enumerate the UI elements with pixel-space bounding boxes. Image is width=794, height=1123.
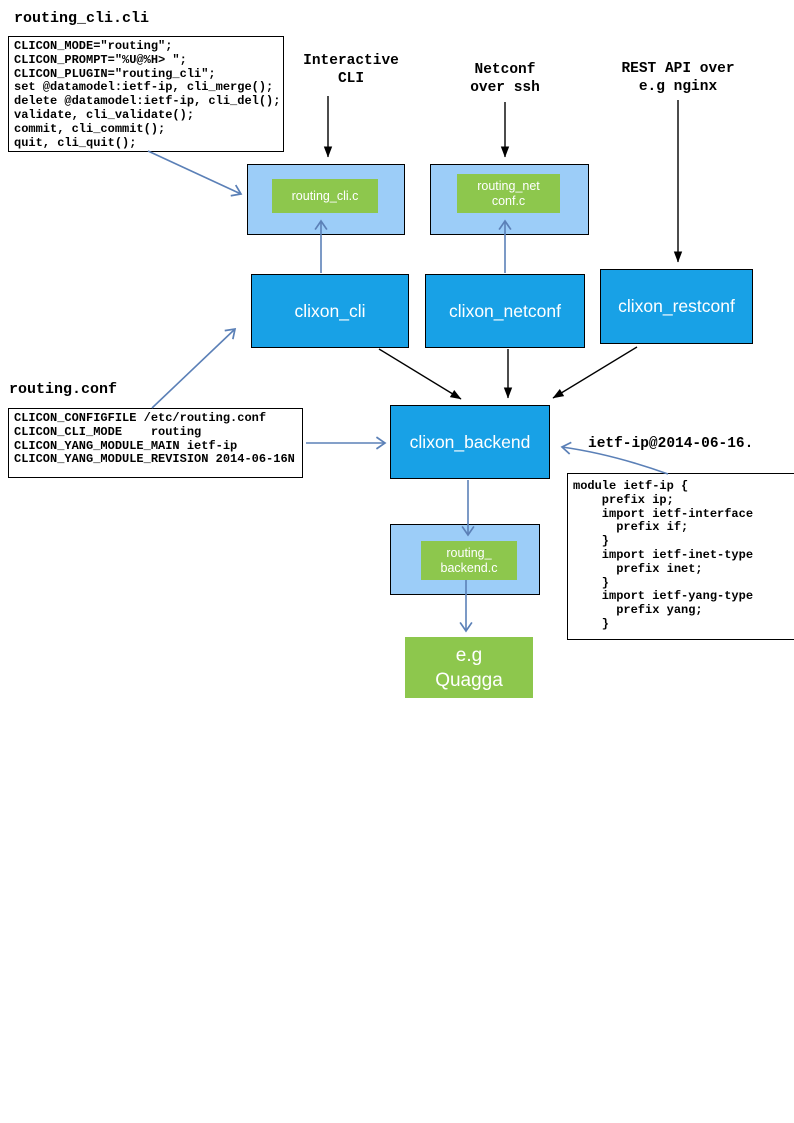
arrow-clifile-to-cli-plugin <box>147 150 243 197</box>
clixon-netconf-box: clixon_netconf <box>425 274 585 348</box>
clixon-cli-box: clixon_cli <box>251 274 409 348</box>
clixon-restconf-box: clixon_restconf <box>600 269 753 344</box>
routing-backend-plugin-box: routing_ backend.c <box>421 541 517 580</box>
routing-netconf-plugin-box: routing_net conf.c <box>457 174 560 213</box>
netconf-over-ssh-label: Netconf over ssh <box>470 62 540 96</box>
rest-api-label: REST API over e.g nginx <box>621 61 735 95</box>
cli-spec-code-box: CLICON_MODE="routing"; CLICON_PROMPT="%U… <box>8 36 284 152</box>
cli-spec-file-title: routing_cli.cli <box>14 10 150 27</box>
arrow-restconf-to-backend <box>552 346 638 399</box>
routing-cli-plugin-box: routing_cli.c <box>272 179 378 213</box>
quagga-box: e.g Quagga <box>405 637 533 698</box>
yang-file-label: ietf-ip@2014-06-16. <box>588 436 754 452</box>
yang-module-code-box: module ietf-ip { prefix ip; import ietf-… <box>567 473 794 640</box>
arrow-conf-to-clixoncli <box>151 327 237 409</box>
clixon-backend-box: clixon_backend <box>390 405 550 479</box>
arrow-cli-to-backend <box>378 348 462 400</box>
conf-code-box: CLICON_CONFIGFILE /etc/routing.conf CLIC… <box>8 408 303 478</box>
conf-file-title: routing.conf <box>9 381 118 398</box>
interactive-cli-label: Interactive CLI <box>303 53 399 87</box>
